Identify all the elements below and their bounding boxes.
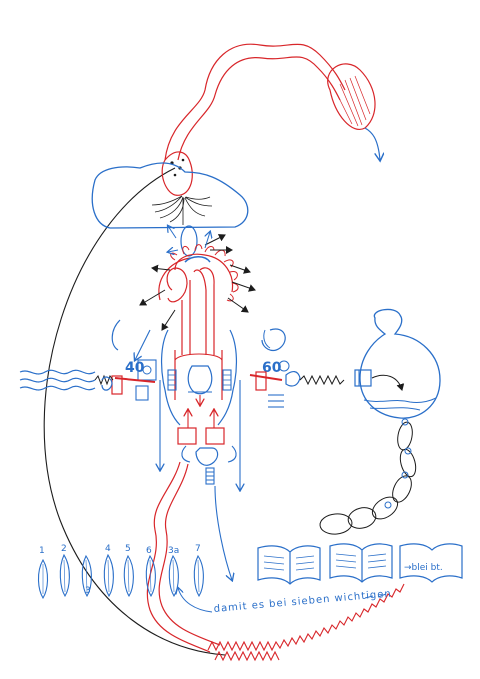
wiggle-lines [19, 369, 345, 391]
leaf-label-2: 2 [61, 544, 67, 554]
black-roots [151, 195, 213, 225]
red-tube-upper [164, 43, 346, 161]
central-body [161, 329, 237, 485]
black-arrows [139, 234, 256, 331]
books [257, 543, 463, 585]
caption-dash [364, 593, 387, 599]
book-label: →blei bt. [404, 563, 443, 573]
caption-arrow [178, 588, 213, 613]
leaf-label-1: 1 [39, 546, 45, 556]
cloud [91, 162, 249, 229]
red-squiggle [207, 583, 405, 652]
outer-arc [43, 167, 226, 656]
flask-dots [170, 158, 185, 177]
red-squiggle-2 [214, 650, 280, 662]
red-tube-lower [146, 461, 221, 653]
gauge-right-value: 60 [262, 360, 282, 376]
leaves-row [37, 553, 204, 600]
chain-links [319, 418, 417, 535]
leaf-label-3a: 3a [168, 546, 179, 556]
leaf-label-5: 5 [125, 544, 131, 554]
leaf-label-7: 7 [195, 544, 201, 554]
red-flask [161, 151, 193, 196]
balloon [327, 63, 380, 160]
right-gauge: 60 [249, 328, 301, 408]
leaf-label-4: 4 [105, 544, 111, 554]
left-gauge: 40 [111, 319, 157, 401]
right-vase [354, 308, 441, 419]
leaf-label-6: 6 [146, 546, 152, 556]
red-head [158, 244, 239, 355]
capsule [180, 225, 198, 257]
caption-text: damit es bei sieben wichtigen [213, 588, 392, 615]
blue-head-arrows [168, 226, 210, 252]
blue-brow [184, 255, 211, 263]
leaf-label-3: 3 [85, 586, 91, 596]
body-down-arrows [135, 329, 240, 580]
gauge-left-value: 40 [125, 360, 145, 376]
